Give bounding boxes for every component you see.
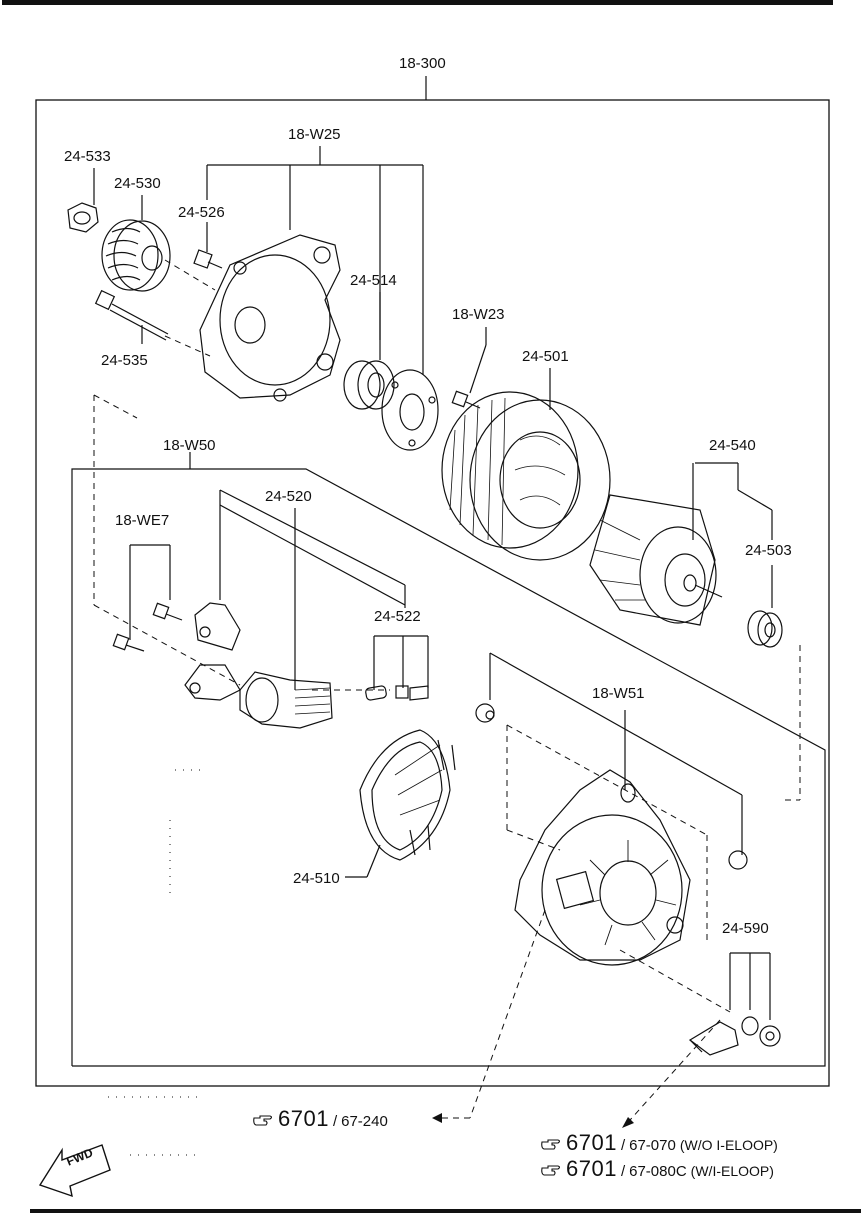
label-24-530: 24-530 — [114, 175, 161, 192]
kit-w50-box — [71, 468, 826, 1067]
reference-1[interactable]: 6701 / 67-240 — [252, 1106, 388, 1132]
label-kit-w23: 18-W23 — [452, 306, 505, 323]
label-kit-we7: 18-WE7 — [115, 512, 170, 529]
nut-part — [67, 202, 99, 233]
label-24-503: 24-503 — [745, 542, 792, 559]
reference-2-code: 67-070 — [629, 1137, 676, 1154]
long-bolt-part — [94, 289, 169, 341]
bolt-part — [193, 249, 223, 269]
brush-holder-part — [239, 671, 333, 729]
retainer-plate-part — [381, 369, 439, 451]
pointing-hand-icon — [541, 1165, 561, 1176]
label-24-514: 24-514 — [350, 272, 397, 289]
screw-part — [451, 390, 481, 409]
pulley-part — [101, 219, 171, 292]
stator-part — [441, 391, 611, 561]
reference-3-note: (W/I-ELOOP) — [690, 1163, 774, 1179]
label-24-522: 24-522 — [374, 608, 421, 625]
label-24-510: 24-510 — [293, 870, 340, 887]
label-24-540: 24-540 — [709, 437, 756, 454]
rotor-part — [589, 494, 723, 626]
rear-housing-part — [514, 769, 691, 966]
pointing-hand-icon — [253, 1115, 273, 1126]
label-assembly: 18-300 — [399, 55, 446, 72]
fwd-arrow-icon — [38, 1144, 111, 1198]
reference-2-note: (W/O I-ELOOP) — [679, 1137, 778, 1153]
label-24-501: 24-501 — [522, 348, 569, 365]
reference-3[interactable]: 6701 / 67-080C (W/I-ELOOP) — [540, 1156, 774, 1182]
bracket-part — [184, 602, 241, 701]
screws-we7-part — [112, 602, 183, 652]
reference-1-page: 6701 — [278, 1106, 329, 1131]
label-24-526: 24-526 — [178, 204, 225, 221]
terminal-part — [688, 1016, 781, 1056]
assembly-box — [35, 99, 830, 1087]
label-kit-w51: 18-W51 — [592, 685, 645, 702]
label-kit-w50: 18-W50 — [163, 437, 216, 454]
label-24-533: 24-533 — [64, 148, 111, 165]
rectifier-part — [359, 729, 456, 861]
bearing-part — [343, 360, 395, 410]
brush-part — [365, 685, 429, 701]
label-24-590: 24-590 — [722, 920, 769, 937]
label-24-520: 24-520 — [265, 488, 312, 505]
label-24-535: 24-535 — [101, 352, 148, 369]
pointing-hand-icon — [541, 1139, 561, 1150]
front-housing-part — [199, 234, 341, 402]
reference-2[interactable]: 6701 / 67-070 (W/O I-ELOOP) — [540, 1130, 778, 1156]
reference-3-code: 67-080C — [629, 1163, 687, 1180]
bottom-rule — [30, 1209, 861, 1213]
reference-2-page: 6701 — [566, 1130, 617, 1155]
nuts-w51-part — [475, 703, 748, 870]
rear-bearing-part — [747, 610, 783, 648]
top-rule — [2, 0, 833, 5]
reference-1-code: 67-240 — [341, 1113, 388, 1130]
reference-3-page: 6701 — [566, 1156, 617, 1181]
label-kit-w25: 18-W25 — [288, 126, 341, 143]
